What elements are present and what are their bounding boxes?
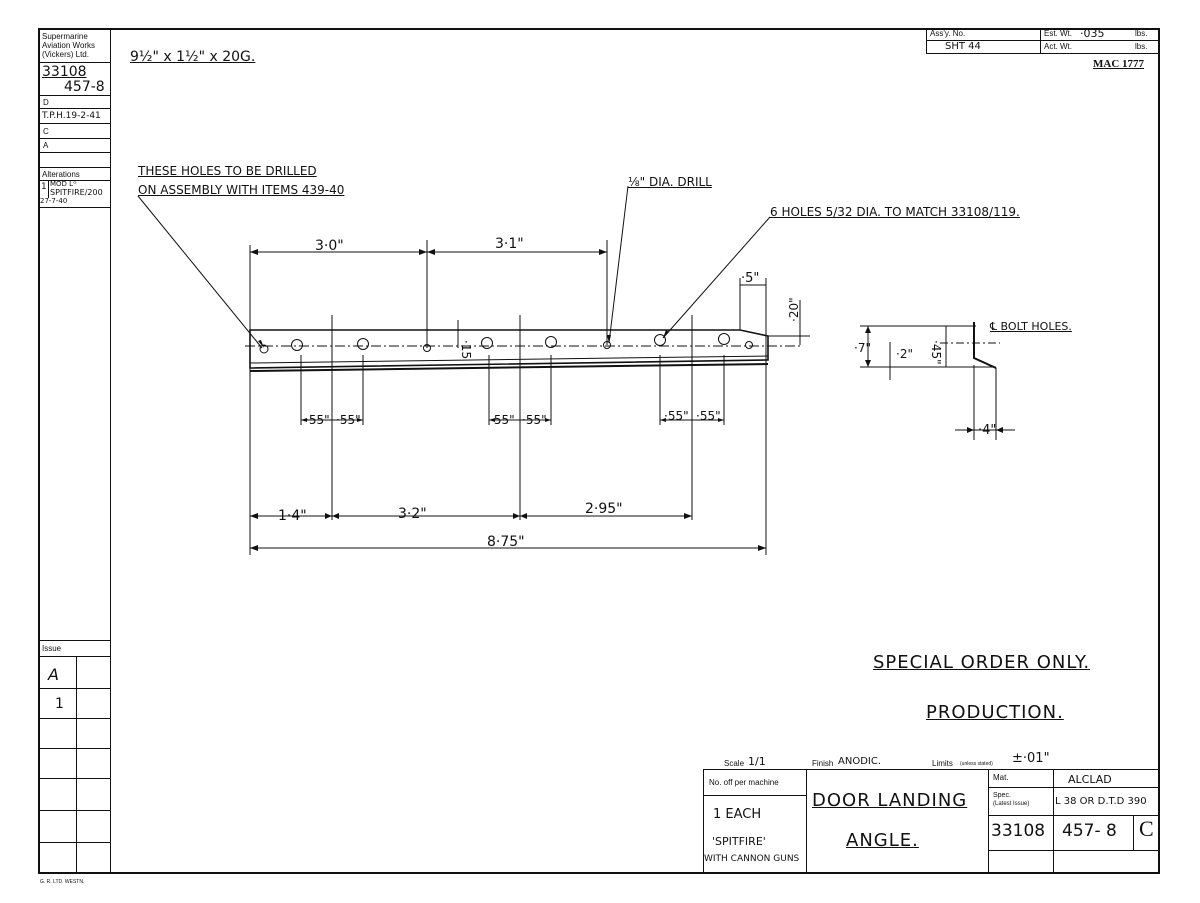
- hole-markers: [259, 333, 753, 354]
- row-c-label: C: [43, 127, 49, 136]
- leader-six-holes: [662, 216, 771, 339]
- part-title-line2: ANGLE.: [846, 830, 919, 851]
- title-part-number: 457- 8: [1062, 821, 1117, 841]
- mat-value: ALCLAD: [1068, 773, 1112, 786]
- sec-dim-0-2: ·2": [896, 347, 913, 361]
- part-edge-line: [249, 355, 769, 364]
- issue-a-value: A: [48, 665, 59, 684]
- aircraft-variant: WITH CANNON GUNS: [704, 854, 800, 864]
- spec-value: L 38 OR D.T.D 390: [1055, 796, 1147, 807]
- spec-label: Spec.: [993, 792, 1011, 799]
- dim-2-95: 2·95": [585, 501, 623, 517]
- assy-no-value: SHT 44: [945, 41, 981, 52]
- limits-note: (unless stated): [960, 761, 993, 767]
- stamp-production: PRODUCTION.: [926, 702, 1064, 723]
- drawing-frame: [38, 28, 1160, 874]
- mat-label: Mat.: [993, 773, 1009, 782]
- scale-label: Scale: [724, 759, 745, 768]
- sec-dim-0-4: ·4": [978, 423, 996, 438]
- dim-3-0: 3·0": [315, 238, 344, 254]
- section-view: [860, 322, 1015, 440]
- dim-55-b: ·55": [336, 413, 361, 427]
- scale-value: 1/1: [748, 755, 766, 768]
- mac-number: MAC 1777: [1093, 58, 1145, 70]
- dim-0-20: ·20": [787, 297, 801, 322]
- alteration-1-line1: MOD Lᴳ: [50, 180, 77, 188]
- sec-dim-0-7: ·7": [854, 341, 871, 355]
- sec-dim-0-45: ·45": [929, 340, 943, 365]
- finish-value: ANODIC.: [838, 756, 882, 767]
- no-off-label: No. off per machine: [709, 778, 779, 787]
- act-wt-unit: lbs.: [1135, 42, 1148, 51]
- row-d-label: D: [43, 98, 49, 107]
- row-a-label: A: [43, 141, 49, 150]
- est-wt-value: ·035: [1080, 27, 1105, 40]
- issue-label: Issue: [42, 644, 62, 653]
- part-title-line1: DOOR LANDING: [812, 790, 968, 811]
- left-part-number: 457-8: [64, 79, 105, 95]
- tph-date: T.P.H.19-2-41: [42, 111, 101, 121]
- alterations-label: Alterations: [42, 170, 80, 179]
- alteration-1-number: 1: [41, 182, 47, 192]
- act-wt-label: Act. Wt.: [1044, 42, 1072, 51]
- issue-1-value: 1: [55, 696, 64, 712]
- title-issue-letter: C: [1139, 816, 1154, 841]
- printer-mark: G. R. LTD. WESTN.: [40, 879, 85, 885]
- company-name-line1: Supermarine: [42, 32, 88, 41]
- note-bolt-holes: ℄ BOLT HOLES.: [990, 320, 1072, 333]
- dim-0-5: ·5": [741, 271, 759, 286]
- note-six-holes: 6 HOLES 5/32 DIA. TO MATCH 33108/119.: [770, 205, 1020, 219]
- note-holes-drill-line2: ON ASSEMBLY WITH ITEMS 439-40: [138, 183, 345, 197]
- dim-55-e: ·55": [664, 409, 689, 423]
- alteration-1-line2: SPITFIRE/200: [50, 188, 103, 197]
- material-size: 9½" x 1½" x 20G.: [130, 49, 256, 65]
- dim-55-d: ·55": [522, 413, 547, 427]
- assy-no-label: Ass'y. No.: [930, 29, 966, 38]
- dim-8-75: 8·75": [487, 534, 525, 550]
- limits-value: ±·01": [1012, 751, 1050, 766]
- alteration-1-date: 27-7-40: [40, 197, 68, 205]
- company-name-line2: Aviation Works: [42, 41, 96, 50]
- company-name-line3: (Vickers) Ltd.: [42, 50, 89, 59]
- dim-55-c: ·55": [490, 413, 515, 427]
- stamp-special-order: SPECIAL ORDER ONLY.: [873, 652, 1091, 673]
- spec-note: (Latest Issue): [993, 801, 1030, 807]
- leader-assembly-holes: [137, 195, 263, 349]
- note-holes-drill-line1: THESE HOLES TO BE DRILLED: [138, 164, 317, 178]
- dim-55-f: ·55": [696, 409, 721, 423]
- leader-dia-drill: [608, 185, 629, 344]
- dim-3-2: 3·2": [398, 506, 427, 522]
- est-wt-unit: lbs.: [1135, 29, 1148, 38]
- left-drawing-number: 33108: [42, 64, 87, 80]
- dim-15: ·15: [459, 340, 473, 359]
- finish-label: Finish: [812, 759, 834, 768]
- note-dia-drill: ⅛" DIA. DRILL: [628, 175, 712, 189]
- est-wt-label: Est. Wt.: [1044, 29, 1072, 38]
- dim-55-a: ·55": [305, 413, 330, 427]
- no-off-value: 1 EACH: [713, 807, 762, 822]
- dim-3-1: 3·1": [495, 236, 524, 252]
- dim-1-4: 1·4": [278, 508, 307, 524]
- title-drawing-number: 33108: [991, 821, 1046, 841]
- aircraft-name: 'SPITFIRE': [712, 835, 766, 848]
- limits-label: Limits: [932, 759, 953, 768]
